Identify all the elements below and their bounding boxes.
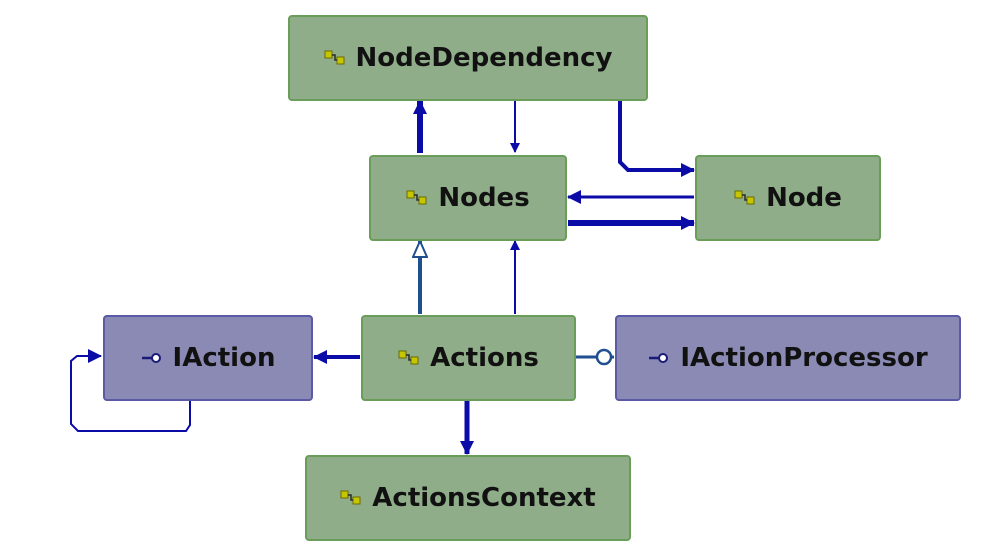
node-label: IAction xyxy=(172,343,276,373)
node-label: Actions xyxy=(430,343,539,373)
class-icon xyxy=(398,349,420,367)
actions-node[interactable]: Actions xyxy=(361,315,576,401)
interface-icon xyxy=(648,352,670,364)
node-label: Node xyxy=(766,183,842,213)
nodes-node[interactable]: Nodes xyxy=(369,155,567,241)
node-label: ActionsContext xyxy=(372,483,596,513)
edge-nodedependency-to-node xyxy=(618,100,695,177)
actionscontext-node[interactable]: ActionsContext xyxy=(305,455,631,541)
node-label: Nodes xyxy=(438,183,530,213)
edge-iaction-self-reference xyxy=(70,349,191,432)
interface-icon xyxy=(141,352,163,364)
class-icon xyxy=(324,49,346,67)
class-icon xyxy=(734,189,756,207)
iaction-node[interactable]: IAction xyxy=(103,315,313,401)
iactionprocessor-node[interactable]: IActionProcessor xyxy=(615,315,961,401)
class-icon xyxy=(340,489,362,507)
nodedependency-node[interactable]: NodeDependency xyxy=(288,15,648,101)
class-icon xyxy=(406,189,428,207)
lollipop-connector xyxy=(595,348,613,366)
node-label: NodeDependency xyxy=(355,43,613,73)
node-node[interactable]: Node xyxy=(695,155,881,241)
node-label: IActionProcessor xyxy=(680,343,928,373)
